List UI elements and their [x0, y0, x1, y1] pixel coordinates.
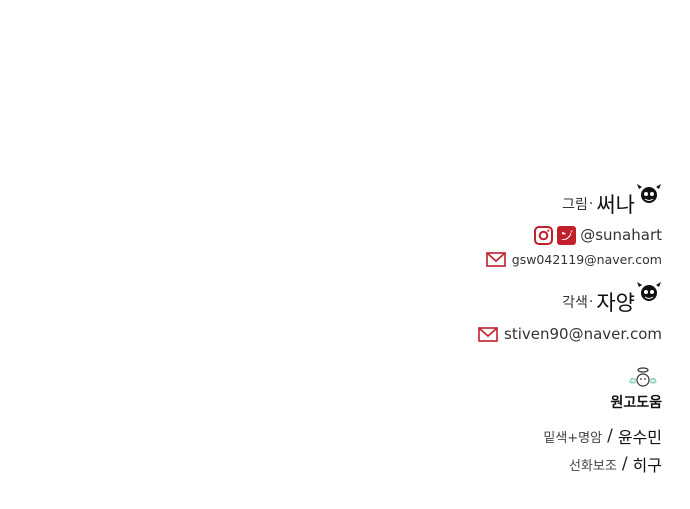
assist-heading: 원고도움	[610, 395, 662, 411]
assist-name: 윤수민	[617, 428, 662, 447]
mail-icon	[478, 326, 498, 342]
color-separator: ·	[588, 294, 594, 310]
color-name: 자양	[596, 291, 635, 315]
assist-slash: /	[621, 454, 628, 474]
color-email-row: stiven90@naver.com	[462, 322, 662, 346]
devil-doodle-icon	[636, 183, 662, 205]
art-handle: @sunahart	[580, 226, 662, 244]
assist-slash: /	[607, 426, 613, 446]
assist-heading-row: 원고도움	[462, 392, 662, 412]
color-role: 각색	[562, 295, 588, 311]
art-email[interactable]: gsw042119@naver.com	[511, 251, 662, 267]
angel-doodle-icon	[628, 366, 658, 390]
color-credit-title: 각색 · 자양	[462, 282, 662, 318]
art-credit-title: 그림 · 써나	[462, 184, 662, 220]
assist-name: 히구	[632, 456, 662, 475]
art-role: 그림	[562, 197, 588, 213]
art-name: 써나	[596, 193, 635, 217]
credits-block: 그림 · 써나	[462, 184, 662, 476]
angel-doodle-row	[462, 366, 662, 390]
art-social-row: @sunahart	[462, 224, 662, 246]
color-email[interactable]: stiven90@naver.com	[504, 325, 662, 343]
art-email-row: gsw042119@naver.com	[462, 248, 662, 270]
assist-role: 선화보조	[568, 458, 617, 474]
assist-row: 선화보조 / 히구	[462, 452, 662, 476]
devil-doodle-icon	[636, 281, 662, 303]
twitter-icon[interactable]	[557, 225, 577, 245]
assist-row: 밑색+명암 / 윤수민	[462, 424, 662, 448]
art-separator: ·	[588, 196, 594, 212]
assist-role: 밑색+명암	[543, 430, 603, 446]
instagram-icon[interactable]	[534, 225, 554, 245]
mail-icon	[485, 251, 506, 267]
